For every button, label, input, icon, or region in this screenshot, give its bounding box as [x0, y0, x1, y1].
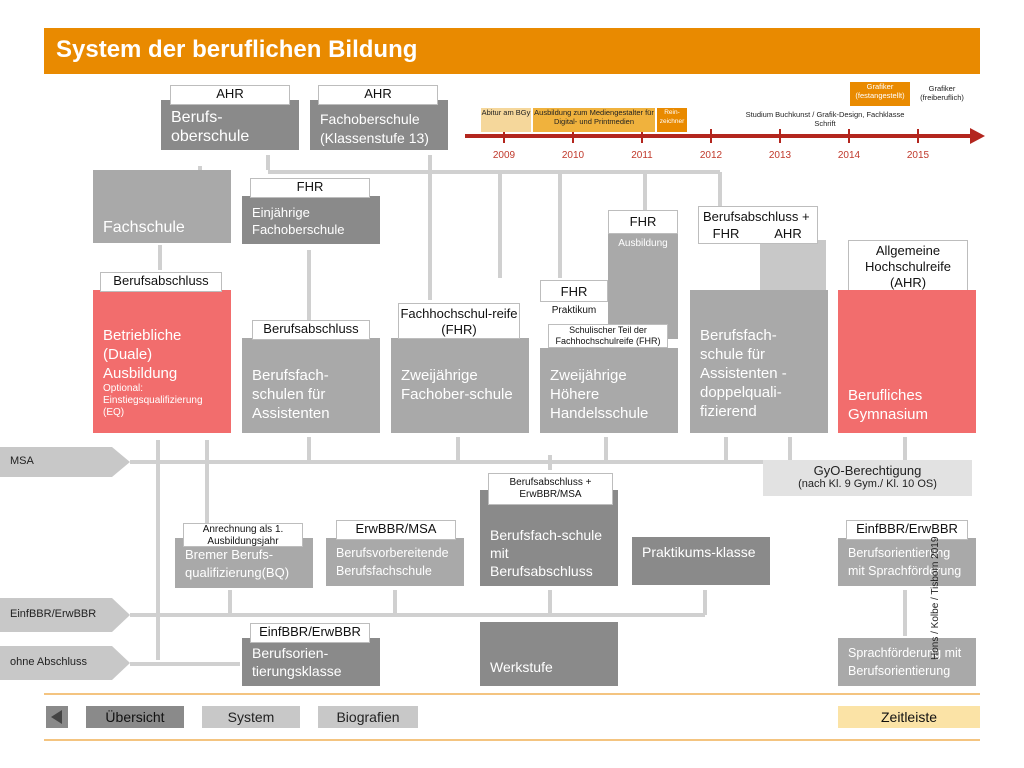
einfbbr-tag: EinfBBR/ErwBBR	[250, 623, 370, 643]
gyo-box[interactable]: GyO-Berechtigung (nach Kl. 9 Gym./ Kl. 1…	[763, 460, 972, 496]
ausbildung-column	[608, 234, 678, 339]
timeline-year: 2013	[768, 150, 792, 161]
ahr-tag: AHR	[170, 85, 290, 105]
praktikumsklasse-label: Praktikums-klasse	[642, 544, 756, 560]
berufsabschluss-tag: Berufsabschluss	[100, 272, 222, 292]
zweij-hhs-label: Zweijährige Höhere Handelsschule	[550, 367, 649, 422]
ohne-abschluss-label: ohne Abschluss	[10, 656, 88, 668]
zweij-fos-box[interactable]: Zweijährige Fachober-schule	[391, 338, 529, 433]
timeline-year: 2014	[837, 150, 861, 161]
timeline-year: 2010	[561, 150, 585, 161]
fhr-tag: FHR	[608, 210, 678, 234]
fhr-tag: FHR	[250, 178, 370, 198]
fachschule-box[interactable]: Fachschule	[93, 170, 231, 243]
timeline-reinzeichner[interactable]: Rein-zeichner	[657, 108, 687, 132]
timeline-abitur[interactable]: Abitur am BGy	[481, 108, 531, 132]
timeline-studium[interactable]: Studium Buchkunst / Grafik-Design, Fachk…	[745, 110, 905, 128]
zweij-hhs-box[interactable]: Zweijährige Höhere Handelsschule	[540, 348, 678, 433]
bfs-doppel-label: Berufsfach-schule für Assistenten - dopp…	[700, 327, 787, 420]
fachoberschule-box[interactable]: Fachoberschule (Klassenstufe 13)	[310, 100, 448, 150]
timeline-year: 2015	[906, 150, 930, 161]
werkstufe-label: Werkstufe	[490, 659, 553, 675]
anrechnung-tag: Anrechnung als 1. Ausbildungsjahr	[183, 523, 303, 547]
back-button[interactable]	[46, 706, 68, 728]
timeline-grafiker-frei[interactable]: Grafiker (freiberuflich)	[920, 84, 964, 102]
praktikumsklasse-box[interactable]: Praktikums-klasse	[632, 537, 770, 585]
bf-plus-label: Berufsabschluss +	[703, 209, 810, 224]
gyo-sub: (nach Kl. 9 Gym./ Kl. 10 OS)	[798, 478, 937, 490]
erwbbr-msa-tag: ErwBBR/MSA	[336, 520, 456, 540]
fachschule-label: Fachschule	[103, 219, 185, 236]
sprach-bo-box[interactable]: Sprachförderung mit Berufsorientierung	[838, 638, 976, 686]
timeline-ausbildung[interactable]: Ausbildung zum Mediengestalter für Digit…	[533, 108, 655, 132]
bvbfs-label: Berufsvorbereitende Berufsfachschule	[336, 546, 449, 578]
timeline-year: 2009	[492, 150, 516, 161]
fhr-reife-tag: Fachhochschul-reife (FHR)	[398, 303, 520, 339]
duale-ausbildung-optional: Optional: Einstiegsqualifizierung (EQ)	[103, 383, 203, 418]
fachoberschule-label: Fachoberschule (Klassenstufe 13)	[320, 111, 429, 146]
timeline-grafiker-fest[interactable]: Grafiker (festangestellt)	[850, 82, 910, 106]
ahr-tag: AHR	[318, 85, 438, 105]
berufsoberschule-label: Berufs-oberschule	[171, 109, 250, 145]
einjaehrige-fos-label: Einjährige Fachoberschule	[252, 205, 345, 237]
bfs-ba-label: Berufsfach-schule mit Berufsabschluss	[490, 527, 603, 579]
ahr-column	[760, 240, 826, 290]
einfbbr-label: EinfBBR/ErwBBR	[10, 608, 97, 620]
einjaehrige-fos-box[interactable]: Einjährige Fachoberschule	[242, 196, 380, 244]
berufsoberschule-box[interactable]: Berufs-oberschule	[161, 100, 299, 150]
bgym-box[interactable]: Berufliches Gymnasium	[838, 290, 976, 433]
bo-sprach-box[interactable]: Berufsorientierung mit Sprachförderung	[838, 538, 976, 586]
fhr-tag: FHR	[540, 280, 608, 302]
bq-label: Bremer Berufs-qualifizierung(BQ)	[185, 547, 290, 580]
bfs-assistenten-box[interactable]: Berufsfach-schulen für Assistenten	[242, 338, 380, 433]
bfs-ba-box[interactable]: Berufsfach-schule mit Berufsabschluss	[480, 490, 618, 586]
werkstufe-box[interactable]: Werkstufe	[480, 622, 618, 686]
einfbbr-tag: EinfBBR/ErwBBR	[846, 520, 968, 540]
timeline-year: 2011	[631, 150, 653, 161]
fhr-label: FHR	[712, 226, 740, 241]
credit-text: Hons / Kolbe / Tisborn 2019	[930, 536, 941, 660]
ausbildung-small: Ausbildung	[618, 238, 668, 249]
bo-klasse-box[interactable]: Berufsorien-tierungsklasse	[242, 638, 380, 686]
nav-uebersicht[interactable]: Übersicht	[86, 706, 184, 728]
nav-zeitleiste[interactable]: Zeitleiste	[838, 706, 980, 728]
bf-plus-tag: Berufsabschluss +	[698, 206, 818, 244]
bo-klasse-label: Berufsorien-tierungsklasse	[252, 645, 342, 679]
schulischer-teil-tag: Schulischer Teil der Fachhochschulreife …	[548, 324, 668, 348]
duale-ausbildung-box[interactable]: Betriebliche (Duale) Ausbildung Optional…	[93, 290, 231, 433]
bfs-assistenten-label: Berufsfach-schulen für Assistenten	[252, 367, 330, 422]
nav-biografien[interactable]: Biografien	[318, 706, 418, 728]
ba-erwbbr-tag: Berufsabschluss + ErwBBR/MSA	[488, 473, 613, 505]
ahr-label: AHR	[774, 226, 802, 241]
praktikum-small: Praktikum	[540, 305, 608, 321]
timeline-year: 2012	[699, 150, 723, 161]
nav-system[interactable]: System	[202, 706, 300, 728]
allg-hsr-tag: Allgemeine Hochschulreife (AHR)	[848, 240, 968, 292]
left-arrow-icon	[51, 710, 62, 724]
msa-label: MSA	[10, 455, 34, 467]
duale-ausbildung-title: Betriebliche (Duale) Ausbildung	[103, 327, 182, 382]
bgym-label: Berufliches Gymnasium	[848, 387, 929, 423]
page-title: System der beruflichen Bildung	[44, 28, 980, 74]
sprach-bo-label: Sprachförderung mit Berufsorientierung	[848, 646, 962, 678]
bo-sprach-label: Berufsorientierung mit Sprachförderung	[848, 546, 962, 578]
berufsabschluss-tag: Berufsabschluss	[252, 320, 370, 340]
gyo-title: GyO-Berechtigung	[813, 463, 922, 478]
bfs-doppel-box[interactable]: Berufsfach-schule für Assistenten - dopp…	[690, 290, 828, 433]
zweij-fos-label: Zweijährige Fachober-schule	[401, 367, 513, 403]
bvbfs-box[interactable]: Berufsvorbereitende Berufsfachschule	[326, 538, 464, 586]
